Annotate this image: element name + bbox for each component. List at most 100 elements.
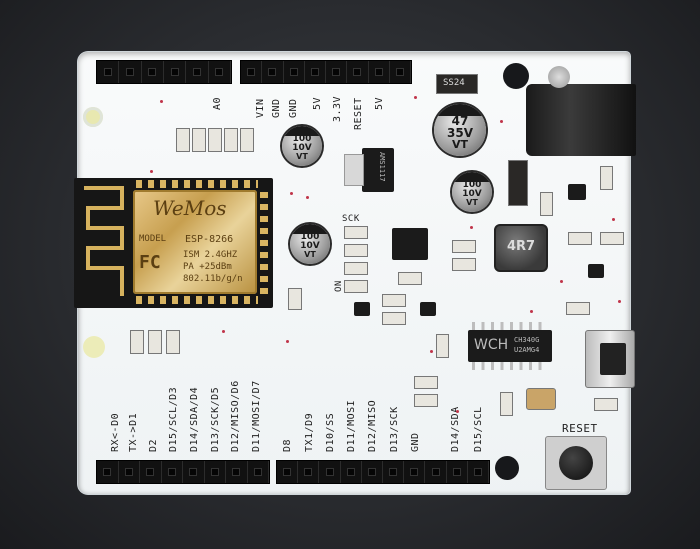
cap-stripe (452, 172, 492, 182)
usb-serial-chip: WCH CH340G U2AMG4 (468, 330, 552, 362)
cap-voltage: 10V (300, 241, 320, 251)
via (618, 300, 621, 303)
pin-label: GND (288, 98, 299, 118)
pin-label: 3.3V (332, 95, 343, 122)
capacitor-small: 100 10V VT (282, 126, 322, 166)
pin-label: D15/SCL/D3 (168, 386, 179, 452)
inductor-marking: 4R7 (506, 239, 536, 254)
cap-value: 100 (292, 134, 312, 144)
smd-led (344, 280, 368, 293)
smd-resistor (600, 166, 613, 190)
via (160, 100, 163, 103)
usb-chip-pins (472, 322, 548, 330)
mounting-hole (495, 456, 519, 480)
pin-label: D13/SCK (389, 406, 400, 452)
module-spec-1: ISM 2.4GHZ (183, 250, 238, 260)
voltage-regulator: AMS1117 (362, 148, 394, 192)
dc-power-jack (526, 84, 636, 156)
smd-resistor (240, 128, 254, 152)
cap-stripe (282, 126, 322, 136)
diode (508, 160, 528, 206)
smd-resistor (566, 302, 590, 315)
antenna-trace (84, 186, 124, 296)
usb-chip-marking: CH340G (514, 336, 540, 344)
usb-chip-pins (472, 362, 548, 370)
smd-resistor (600, 232, 624, 245)
diode: SS24 (436, 74, 478, 94)
smd-resistor (382, 294, 406, 307)
cap-code: VT (304, 250, 316, 259)
pin-label: GND (410, 432, 421, 452)
via (530, 310, 533, 313)
smd-resistor (568, 232, 592, 245)
via (414, 96, 417, 99)
pin-label: TX->D1 (128, 412, 139, 452)
reset-label: RESET (562, 422, 598, 435)
smd-resistor (414, 376, 438, 389)
module-model-label: MODEL (139, 234, 167, 244)
smd-capacitor (594, 398, 618, 411)
via (470, 226, 473, 229)
cap-value: 100 (462, 180, 482, 190)
via (286, 340, 289, 343)
ic-chip-soic8 (392, 228, 428, 260)
via (560, 280, 563, 283)
smd-resistor (344, 244, 368, 257)
pin-label: TX1/D9 (304, 412, 315, 452)
header-digital-low (96, 460, 270, 484)
via (306, 196, 309, 199)
pin-label: A0 (212, 96, 223, 110)
pin-label: VIN (255, 98, 266, 118)
fc-mark: FC (139, 252, 161, 273)
smd-resistor (176, 128, 190, 152)
capacitor-small: 100 10V VT (290, 224, 330, 264)
pin-label: D15/SCL (473, 406, 484, 452)
pin-label: RESET (353, 97, 364, 130)
transistor (354, 302, 370, 316)
smd-resistor (414, 394, 438, 407)
module-spec-2: PA +25dBm (183, 262, 232, 272)
castellation (136, 180, 258, 188)
pin-label: D14/SDA/D4 (189, 386, 200, 452)
on-label: ON (334, 280, 344, 292)
cap-voltage: 35V (447, 126, 473, 140)
pin-label: D14/SDA (450, 406, 461, 452)
mounting-hole (503, 63, 529, 89)
reset-button[interactable] (545, 436, 607, 490)
sck-label: SCK (342, 214, 360, 224)
smd-capacitor (148, 330, 162, 354)
crystal-oscillator (526, 388, 556, 410)
smd-resistor (344, 262, 368, 275)
cap-stripe (290, 224, 330, 234)
module-model: ESP-8266 (185, 234, 234, 245)
header-power (240, 60, 412, 84)
diode-marking: SS24 (443, 78, 465, 88)
pin-label: D2 (148, 438, 159, 452)
transistor (420, 302, 436, 316)
smd-resistor (452, 258, 476, 271)
smd-resistor (208, 128, 222, 152)
module-spec-3: 802.11b/g/n (183, 274, 243, 284)
regulator-marking: AMS1117 (378, 152, 386, 182)
pin-label: 5V (374, 96, 385, 110)
via (290, 192, 293, 195)
via (500, 120, 503, 123)
module-brand: WeMos (153, 196, 227, 220)
transistor (568, 184, 586, 200)
via (612, 218, 615, 221)
header-analog (96, 60, 232, 84)
cap-voltage: 10V (292, 143, 312, 153)
pin-label: D11/MOSI/D7 (251, 380, 262, 452)
pin-label: D12/MISO/D6 (230, 380, 241, 452)
header-digital-high (276, 460, 490, 484)
jack-screw (548, 66, 570, 88)
rf-shield: WeMos MODEL ESP-8266 FC ISM 2.4GHZ PA +2… (133, 190, 257, 294)
pin-label: D13/SCK/D5 (210, 386, 221, 452)
capacitor-large: 47 35V VT (434, 104, 486, 156)
cap-code: VT (296, 152, 308, 161)
capacitor-small: 100 10V VT (452, 172, 492, 212)
cap-code: VT (466, 198, 478, 207)
smd-capacitor (166, 330, 180, 354)
micro-usb-port[interactable] (585, 330, 635, 388)
